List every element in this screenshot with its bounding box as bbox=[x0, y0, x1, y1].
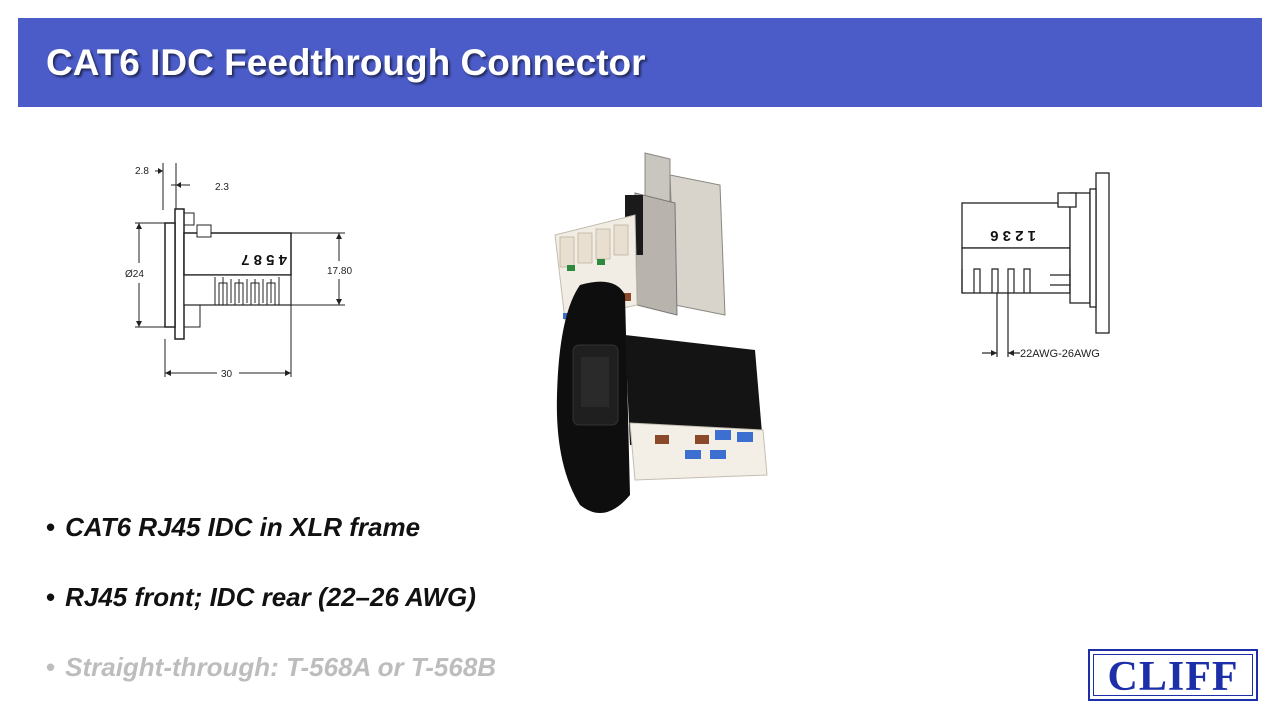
logo-text: CLIFF bbox=[1107, 654, 1239, 700]
left-pin-numbers: 4 5 8 7 bbox=[241, 251, 287, 268]
dim-height: 17.80 bbox=[327, 266, 352, 277]
title-bar: CAT6 IDC Feedthrough Connector bbox=[18, 18, 1262, 107]
dim-diameter: Ø24 bbox=[125, 269, 144, 280]
bullet-text-2: RJ45 front; IDC rear (22–26 AWG) bbox=[65, 582, 476, 612]
black-connector-image bbox=[556, 281, 768, 513]
dim-top-outer: 2.8 bbox=[135, 166, 149, 177]
bullet-text-3: Straight-through: T-568A or T-568B bbox=[65, 652, 497, 682]
bullet-dot: • bbox=[46, 582, 56, 612]
wire-gauge-label: 22AWG-26AWG bbox=[1020, 348, 1100, 360]
dim-length: 30 bbox=[221, 369, 233, 380]
bullet-item-3: • Straight-through: T-568A or T-568B bbox=[46, 652, 496, 683]
right-dimension-drawing: 1 2 3 6 22AWG-26AWG bbox=[961, 172, 1110, 360]
bullet-dot: • bbox=[46, 652, 56, 682]
bullet-item-2: • RJ45 front; IDC rear (22–26 AWG) bbox=[46, 582, 476, 613]
right-pin-numbers: 1 2 3 6 bbox=[990, 227, 1036, 244]
bullet-dot: • bbox=[46, 512, 56, 542]
logo-inner-border bbox=[1093, 654, 1253, 696]
left-dimension-drawing: 2.8 2.3 Ø24 17.80 30 4 5 8 7 bbox=[125, 163, 352, 380]
bullet-item-1: • CAT6 RJ45 IDC in XLR frame bbox=[46, 512, 420, 543]
connector-photo bbox=[554, 152, 768, 513]
slide-title: CAT6 IDC Feedthrough Connector bbox=[46, 42, 646, 83]
cliff-logo: CLIFF bbox=[1088, 649, 1258, 701]
bullet-text-1: CAT6 RJ45 IDC in XLR frame bbox=[65, 512, 421, 542]
dim-top-inner: 2.3 bbox=[215, 182, 229, 193]
